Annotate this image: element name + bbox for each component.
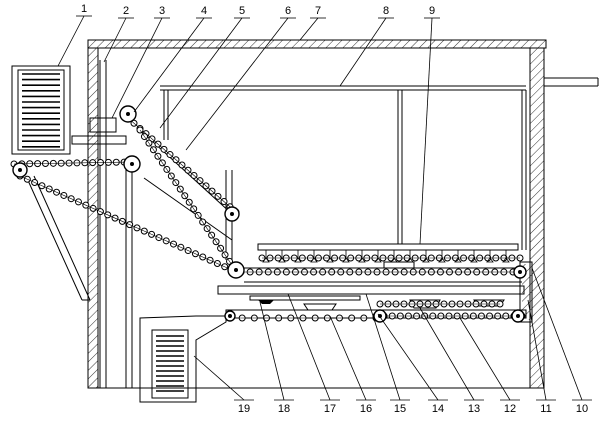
leader-line-8: [339, 17, 387, 87]
nozzle: [278, 250, 286, 263]
part-label-5: 5: [239, 5, 245, 17]
leader-line-10: [531, 267, 583, 401]
leader-line-9: [419, 17, 433, 245]
sprocket-hub: [230, 212, 234, 216]
nozzle: [454, 250, 462, 263]
part-label-4: 4: [201, 5, 207, 17]
leader-line-13: [419, 307, 475, 401]
part-label-16: 16: [360, 403, 372, 415]
leader-line-19: [193, 355, 245, 401]
part-label-1: 1: [81, 3, 87, 15]
part-label-13: 13: [468, 403, 480, 415]
chain-mid-conveyor: [226, 314, 380, 322]
part-label-3: 3: [159, 5, 165, 17]
sprocket-hub: [130, 162, 134, 166]
part-label-9: 9: [429, 5, 435, 17]
nozzle: [502, 250, 510, 263]
lower-box-stack: [156, 335, 184, 392]
leader-line-6: [185, 17, 289, 151]
sprocket-hub: [516, 314, 520, 318]
part-label-15: 15: [394, 403, 406, 415]
part-label-17: 17: [324, 403, 336, 415]
chain-bottom-upper: [376, 300, 504, 308]
part-label-2: 2: [123, 5, 129, 17]
leader-line-5: [159, 17, 243, 129]
sprocket-hub: [518, 270, 522, 274]
nozzle: [374, 250, 382, 263]
nozzle: [294, 250, 302, 263]
transfer-plate: [71, 117, 127, 145]
part-label-7: 7: [315, 5, 321, 17]
nozzle: [358, 250, 366, 263]
leader-line-1: [57, 15, 85, 67]
nozzle: [486, 250, 494, 263]
part-label-18: 18: [278, 403, 290, 415]
leader-line-16: [329, 315, 367, 401]
sprocket-group: [12, 105, 527, 323]
nozzle: [406, 250, 414, 263]
part-label-10: 10: [576, 403, 588, 415]
part-label-19: 19: [238, 403, 250, 415]
lower-storage-box: [139, 315, 227, 403]
sprocket-hub: [18, 168, 22, 172]
conveyor-rails: [217, 267, 527, 319]
part-label-6: 6: [285, 5, 291, 17]
leader-line-14: [377, 313, 439, 401]
right-drive-unit: [519, 261, 533, 323]
inner-frame: [160, 85, 527, 250]
nozzle: [262, 250, 270, 263]
leader-lines: [57, 15, 592, 401]
leader-line-7: [299, 17, 319, 41]
leader-line-2: [103, 17, 127, 63]
holder-nozzles: [262, 250, 510, 263]
leader-line-3: [111, 17, 163, 119]
nozzle: [438, 250, 446, 263]
nozzle: [470, 250, 478, 263]
part-label-12: 12: [504, 403, 516, 415]
storage-rack: [11, 65, 71, 155]
chain-top-conveyor: [228, 268, 526, 276]
rack-shelves: [22, 73, 60, 148]
nozzle: [422, 250, 430, 263]
main-frame: [87, 39, 599, 389]
leader-line-18: [259, 301, 285, 401]
leader-line-11: [527, 299, 547, 401]
nozzle: [326, 250, 334, 263]
sprocket-hub: [234, 268, 238, 272]
leader-line-17: [287, 293, 331, 401]
chain-upper-left: [10, 158, 136, 168]
nozzle: [342, 250, 350, 263]
leader-line-15: [365, 293, 401, 401]
nozzle: [390, 250, 398, 263]
part-label-8: 8: [383, 5, 389, 17]
part-label-11: 11: [540, 403, 551, 415]
sprocket-hub: [228, 314, 232, 318]
sprocket-hub: [126, 112, 130, 116]
nozzle: [310, 250, 318, 263]
chain-holder-teeth: [258, 254, 524, 262]
leader-line-4: [133, 17, 205, 113]
part-label-14: 14: [432, 403, 444, 415]
left-column: [88, 60, 544, 389]
left-incline-support: [25, 175, 91, 301]
leader-line-12: [459, 317, 511, 401]
